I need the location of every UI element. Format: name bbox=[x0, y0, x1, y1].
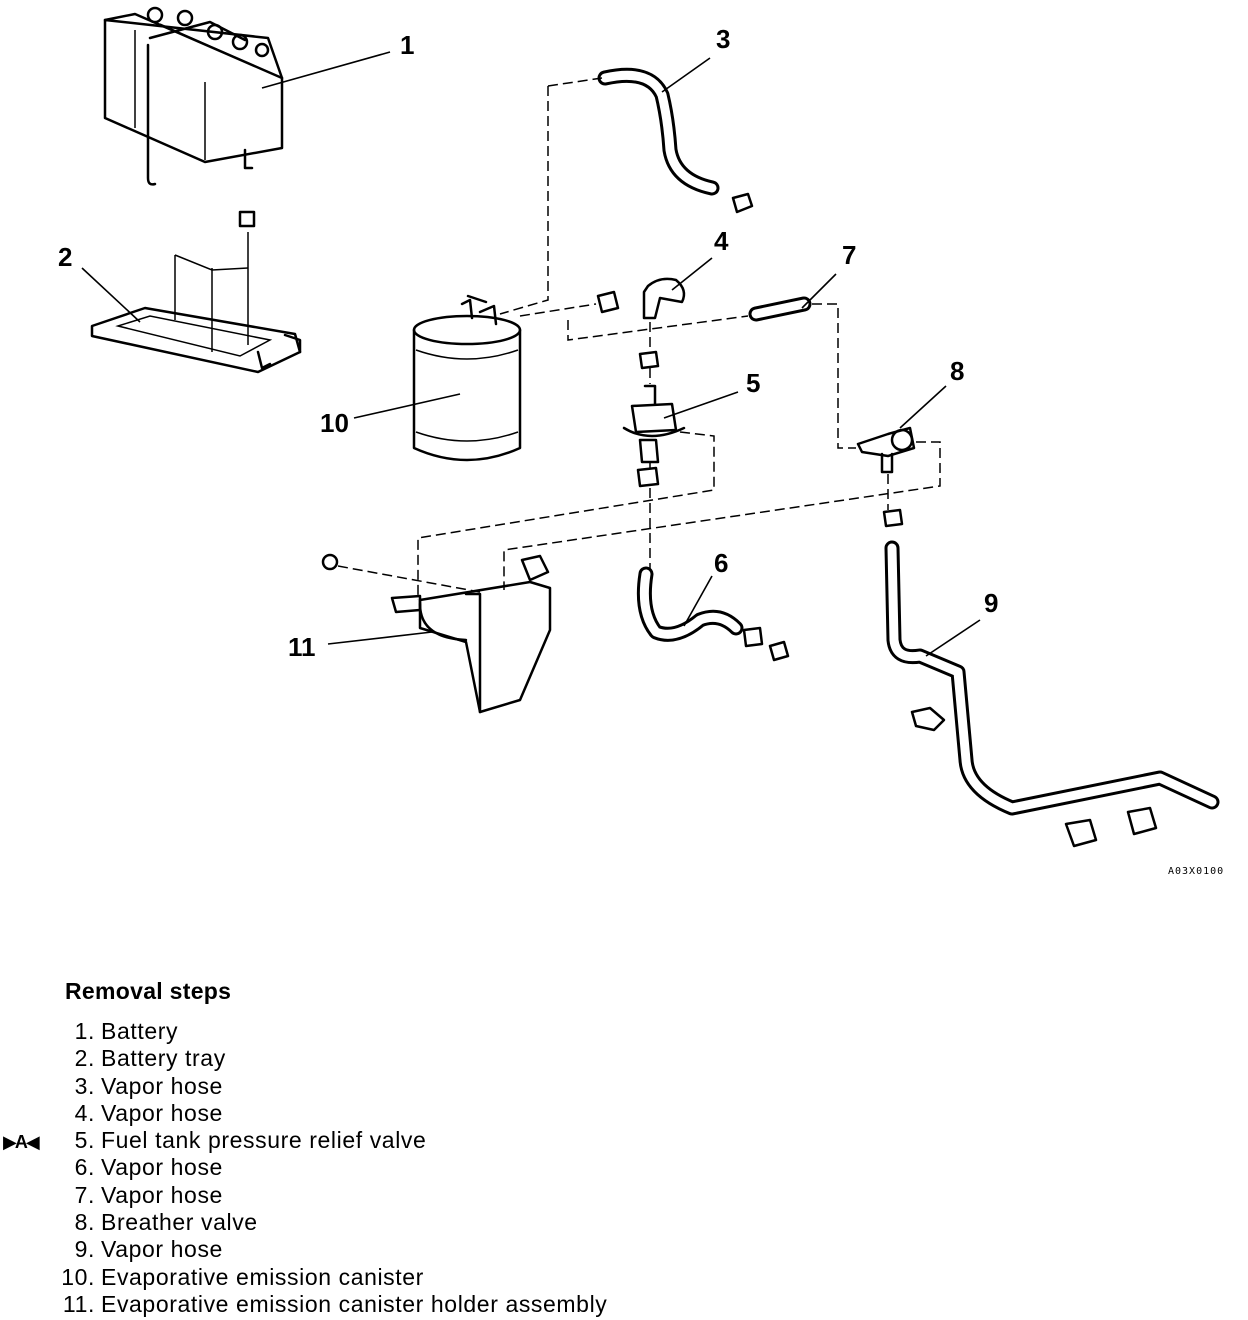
callout-1: 1 bbox=[400, 30, 414, 60]
callout-8: 8 bbox=[950, 356, 964, 386]
callout-6: 6 bbox=[714, 548, 728, 578]
drawing-code: A03X0100 bbox=[1168, 866, 1224, 877]
step-number: 10. bbox=[61, 1263, 95, 1290]
step-text: Fuel tank pressure relief valve bbox=[101, 1127, 427, 1154]
step-text: Battery tray bbox=[101, 1045, 226, 1072]
step-number: 2. bbox=[74, 1045, 95, 1072]
vapor-hose-9-part bbox=[884, 540, 1220, 848]
step-number: 4. bbox=[74, 1099, 95, 1126]
breather-valve-part bbox=[856, 426, 916, 528]
callout-11: 11 bbox=[288, 632, 316, 662]
evaporative-canister-part bbox=[412, 294, 522, 462]
assembly-lines bbox=[337, 77, 941, 600]
vapor-hose-7-part bbox=[748, 296, 812, 322]
removal-steps-title: Removal steps bbox=[65, 978, 232, 1004]
step-number: 6. bbox=[74, 1154, 95, 1181]
callout-7: 7 bbox=[842, 240, 856, 270]
pressure-relief-valve-part bbox=[622, 384, 686, 488]
step-number: 7. bbox=[74, 1181, 95, 1208]
callout-5: 5 bbox=[746, 368, 760, 398]
battery-tray-part bbox=[90, 210, 302, 374]
service-point-mark: ▶A◀ bbox=[3, 1132, 40, 1153]
vapor-hose-4-part bbox=[596, 277, 686, 370]
step-text: Evaporative emission canister holder ass… bbox=[101, 1290, 608, 1317]
step-text: Vapor hose bbox=[101, 1099, 223, 1126]
step-number: 11. bbox=[62, 1290, 95, 1317]
step-number: 3. bbox=[74, 1072, 95, 1099]
callout-2: 2 bbox=[58, 242, 72, 272]
step-text: Vapor hose bbox=[101, 1181, 223, 1208]
battery-part bbox=[103, 6, 284, 186]
step-text: Vapor hose bbox=[101, 1154, 223, 1181]
step-text: Breather valve bbox=[101, 1209, 258, 1236]
step-text: Battery bbox=[101, 1018, 179, 1044]
callout-3: 3 bbox=[716, 24, 730, 54]
step-number: 9. bbox=[74, 1236, 95, 1263]
step-text: Evaporative emission canister bbox=[101, 1263, 424, 1290]
canister-holder-part bbox=[321, 553, 552, 714]
vapor-hose-3-part bbox=[597, 67, 754, 214]
step-number: 8. bbox=[74, 1209, 95, 1236]
step-text: Vapor hose bbox=[101, 1236, 223, 1263]
leader-lines bbox=[81, 51, 981, 657]
callout-labels: 1 2 3 4 5 6 7 8 9 10 11 A03X0100 bbox=[58, 24, 1224, 877]
step-number: 1. bbox=[74, 1018, 95, 1044]
vapor-hose-6-part bbox=[636, 566, 790, 662]
step-number: 5. bbox=[74, 1127, 95, 1154]
step-text: Vapor hose bbox=[101, 1072, 223, 1099]
callout-4: 4 bbox=[714, 226, 729, 256]
exploded-parts-diagram: 1 2 3 4 5 6 7 8 9 10 11 A03X0100 bbox=[58, 6, 1224, 877]
callout-10: 10 bbox=[320, 408, 349, 438]
callout-9: 9 bbox=[984, 588, 998, 618]
